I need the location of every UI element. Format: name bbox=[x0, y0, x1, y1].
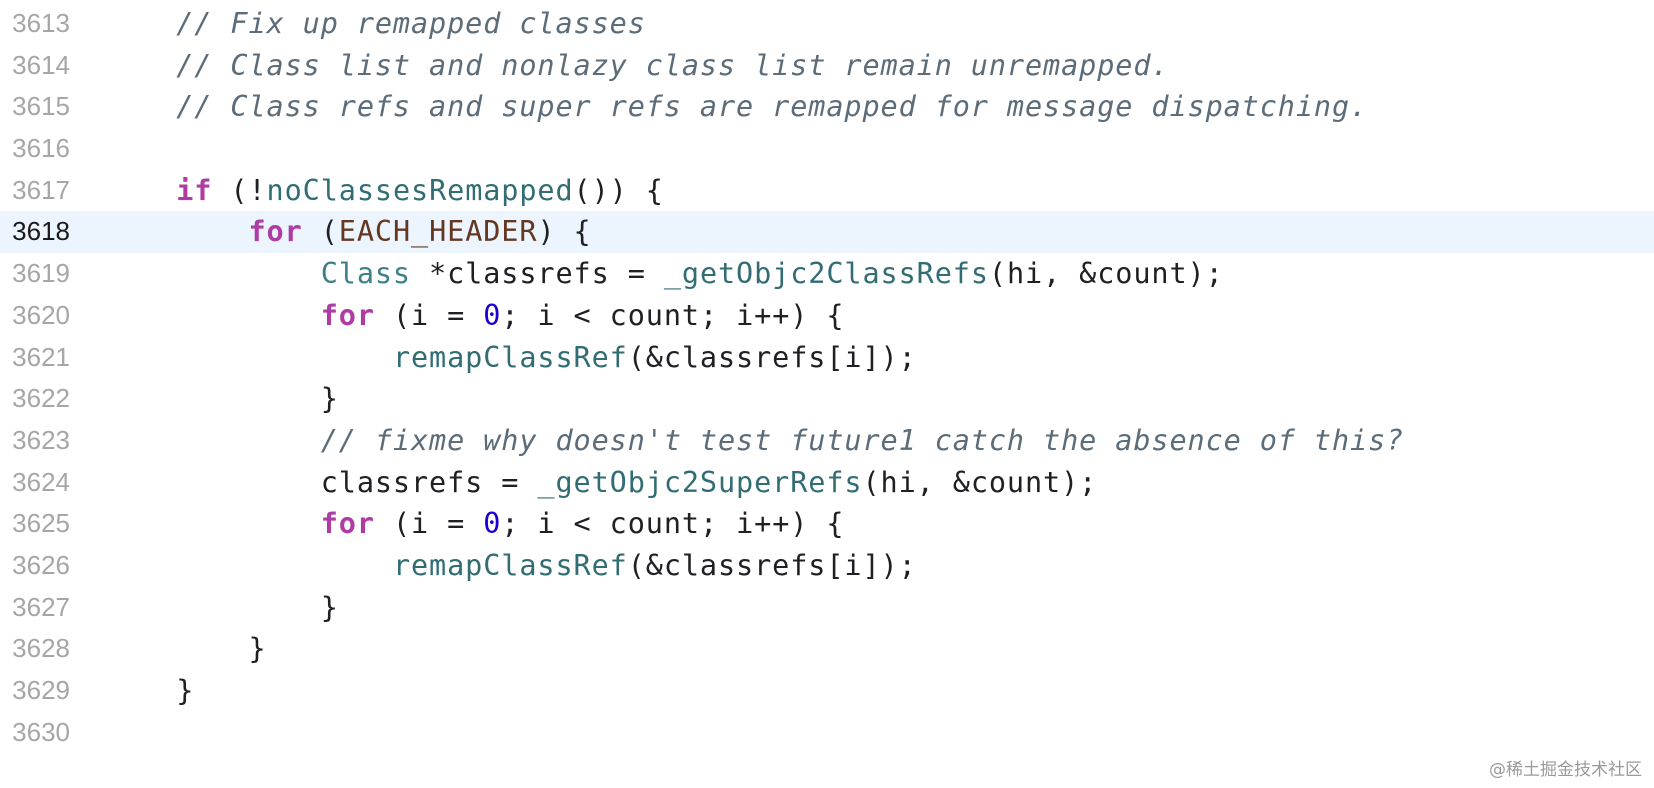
token-plain: (&classrefs[i]); bbox=[627, 340, 917, 374]
line-code: for (i = 0; i < count; i++) { bbox=[104, 295, 844, 337]
line-code: } bbox=[104, 628, 267, 670]
token-func: _getObjc2SuperRefs bbox=[537, 465, 863, 499]
token-plain: (hi, &count); bbox=[988, 257, 1224, 291]
line-number[interactable]: 3619 bbox=[12, 258, 70, 289]
line-code: for (i = 0; i < count; i++) { bbox=[104, 503, 844, 545]
line-code: remapClassRef(&classrefs[i]); bbox=[104, 337, 917, 379]
token-plain: ()) { bbox=[573, 173, 664, 207]
token-plain: classrefs = bbox=[104, 465, 538, 499]
code-line[interactable]: 3613 // Fix up remapped classes bbox=[0, 3, 1654, 45]
line-number[interactable]: 3623 bbox=[12, 424, 70, 455]
code-line[interactable]: 3616 bbox=[0, 128, 1654, 170]
token-number: 0 bbox=[483, 507, 502, 541]
token-func: remapClassRef bbox=[392, 548, 628, 582]
token-keyword: for bbox=[320, 507, 375, 541]
line-code: remapClassRef(&classrefs[i]); bbox=[104, 545, 917, 587]
token-comment: // Class refs and super refs are remappe… bbox=[104, 90, 1369, 124]
token-comment: // Fix up remapped classes bbox=[104, 7, 646, 40]
code-line[interactable]: 3614 // Class list and nonlazy class lis… bbox=[0, 45, 1654, 87]
line-code: } bbox=[104, 378, 339, 420]
token-func: noClassesRemapped bbox=[266, 173, 574, 207]
line-code: // Class refs and super refs are remappe… bbox=[104, 86, 1368, 128]
token-plain: ; i < count; i++) { bbox=[501, 298, 845, 332]
code-line[interactable]: 3625 for (i = 0; i < count; i++) { bbox=[0, 503, 1654, 545]
token-plain bbox=[104, 299, 321, 332]
token-keyword: for bbox=[248, 215, 303, 249]
line-number[interactable]: 3630 bbox=[12, 716, 70, 747]
watermark: @稀土掘金技术社区 bbox=[1489, 760, 1642, 780]
token-plain: (i = bbox=[374, 298, 484, 332]
token-comment: // Class list and nonlazy class list rem… bbox=[104, 48, 1170, 82]
line-code: Class *classrefs = _getObjc2ClassRefs(hi… bbox=[104, 253, 1224, 295]
token-type: Class bbox=[320, 257, 411, 291]
line-number[interactable]: 3624 bbox=[12, 466, 70, 497]
line-code: // fixme why doesn't test future1 catch … bbox=[104, 420, 1404, 462]
token-plain: } bbox=[104, 632, 267, 666]
code-line[interactable]: 3629 } bbox=[0, 670, 1654, 712]
line-number[interactable]: 3617 bbox=[12, 174, 70, 205]
code-line[interactable]: 3624 classrefs = _getObjc2SuperRefs(hi, … bbox=[0, 462, 1654, 504]
token-number: 0 bbox=[483, 298, 502, 332]
token-plain: ( bbox=[302, 215, 339, 249]
code-line[interactable]: 3628 } bbox=[0, 628, 1654, 670]
line-code: // Class list and nonlazy class list rem… bbox=[104, 45, 1169, 87]
token-func: _getObjc2ClassRefs bbox=[663, 257, 989, 291]
line-code: // Fix up remapped classes bbox=[104, 3, 646, 45]
line-number[interactable]: 3627 bbox=[12, 591, 70, 622]
token-plain bbox=[104, 549, 393, 582]
token-func: remapClassRef bbox=[392, 340, 628, 374]
line-number[interactable]: 3625 bbox=[12, 508, 70, 539]
token-plain: ; i < count; i++) { bbox=[501, 507, 845, 541]
line-number[interactable]: 3614 bbox=[12, 49, 70, 80]
token-plain: (! bbox=[212, 173, 267, 207]
code-line[interactable]: 3627 } bbox=[0, 587, 1654, 629]
token-plain: } bbox=[104, 674, 195, 707]
token-macro: EACH_HEADER bbox=[338, 215, 538, 249]
token-plain: (hi, &count); bbox=[862, 465, 1098, 499]
line-number[interactable]: 3622 bbox=[12, 383, 70, 414]
line-code: } bbox=[104, 587, 339, 629]
token-plain bbox=[104, 341, 393, 374]
code-line[interactable]: 3621 remapClassRef(&classrefs[i]); bbox=[0, 337, 1654, 379]
token-keyword: for bbox=[320, 298, 375, 332]
line-number[interactable]: 3621 bbox=[12, 341, 70, 372]
token-plain bbox=[104, 174, 176, 207]
token-plain bbox=[104, 257, 321, 290]
token-plain: } bbox=[104, 590, 339, 624]
line-code: } bbox=[104, 670, 194, 712]
token-keyword: if bbox=[176, 173, 213, 207]
line-code: classrefs = _getObjc2SuperRefs(hi, &coun… bbox=[104, 462, 1097, 504]
code-line[interactable]: 3615 // Class refs and super refs are re… bbox=[0, 86, 1654, 128]
code-line[interactable]: 3622 } bbox=[0, 378, 1654, 420]
code-line[interactable]: 3620 for (i = 0; i < count; i++) { bbox=[0, 295, 1654, 337]
token-plain: (i = bbox=[374, 507, 484, 541]
code-line[interactable]: 3626 remapClassRef(&classrefs[i]); bbox=[0, 545, 1654, 587]
token-plain bbox=[104, 424, 321, 457]
code-line[interactable]: 3630 bbox=[0, 712, 1654, 754]
token-plain bbox=[104, 507, 321, 540]
line-number[interactable]: 3628 bbox=[12, 633, 70, 664]
code-line[interactable]: 3623 // fixme why doesn't test future1 c… bbox=[0, 420, 1654, 462]
line-code: for (EACH_HEADER) { bbox=[104, 211, 592, 253]
line-number[interactable]: 3629 bbox=[12, 675, 70, 705]
line-number[interactable]: 3626 bbox=[12, 549, 70, 580]
token-plain: (&classrefs[i]); bbox=[627, 548, 917, 582]
line-number[interactable]: 3615 bbox=[12, 91, 70, 122]
token-plain: ) { bbox=[537, 215, 592, 249]
line-number[interactable]: 3616 bbox=[12, 133, 70, 164]
current-code-line[interactable]: 3618 for (EACH_HEADER) { bbox=[0, 211, 1654, 254]
code-line[interactable]: 3619 Class *classrefs = _getObjc2ClassRe… bbox=[0, 253, 1654, 295]
line-number[interactable]: 3620 bbox=[12, 299, 70, 330]
token-plain: *classrefs = bbox=[411, 257, 664, 291]
token-plain bbox=[104, 215, 248, 248]
line-number[interactable]: 3618 bbox=[12, 216, 70, 247]
line-code: if (!noClassesRemapped()) { bbox=[104, 170, 664, 212]
token-plain: } bbox=[104, 382, 339, 416]
token-comment: // fixme why doesn't test future1 catch … bbox=[320, 423, 1405, 457]
line-number[interactable]: 3613 bbox=[12, 8, 70, 38]
code-line[interactable]: 3617 if (!noClassesRemapped()) { bbox=[0, 170, 1654, 212]
